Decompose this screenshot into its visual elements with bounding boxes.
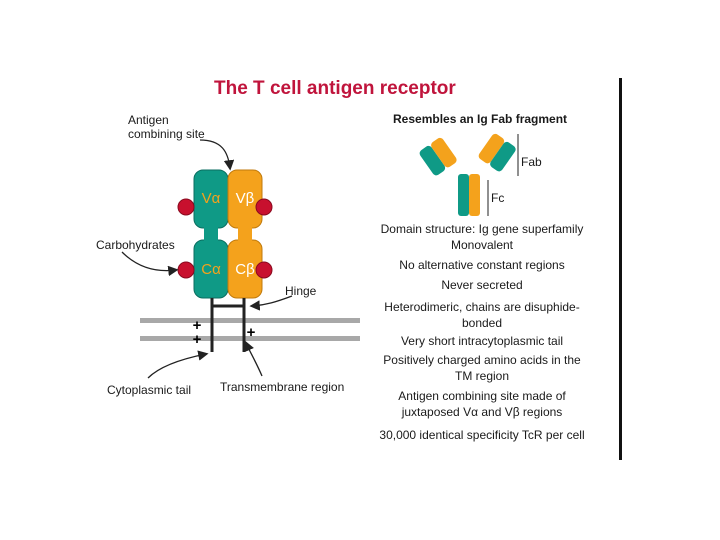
feature-item: No alternative constant regions	[399, 258, 565, 272]
feature-item: juxtaposed Vα and Vβ regions	[401, 405, 563, 419]
feature-item: Heterodimeric, chains are disuphide-	[384, 300, 580, 314]
positive-charge: +	[193, 317, 202, 334]
cytoplasmic-tail-label: Cytoplasmic tail	[107, 383, 192, 397]
transmembrane-region-label: Transmembrane region	[220, 380, 345, 394]
hinge-label: Hinge	[285, 284, 317, 298]
feature-item: 30,000 identical specificity TcR per cel…	[379, 428, 585, 442]
v-alpha-label: Vα	[202, 190, 221, 207]
c-alpha-label: Cα	[201, 261, 221, 278]
fc-stem-right	[469, 174, 480, 216]
feature-item: Monovalent	[450, 238, 514, 252]
fab-arm-light	[490, 141, 516, 172]
antigen-site-label: Antigen combining site	[128, 113, 205, 141]
fab-arm-heavy	[478, 133, 505, 164]
feature-item: Very short intracytoplasmic tail	[400, 334, 564, 348]
antigen-site-arrow	[199, 139, 235, 171]
fc-label: Fc	[491, 191, 505, 205]
tcr-diagram: Vα Vβ Cα Cβ + + +	[121, 139, 360, 379]
ig-fab-figure	[419, 133, 519, 216]
positive-charge: +	[193, 331, 202, 348]
c-beta-label: Cβ	[235, 261, 255, 278]
hinge-arrow	[249, 295, 293, 311]
fab-arm-light	[419, 145, 446, 176]
fab-label: Fab	[521, 155, 542, 169]
carbohydrate-dot	[177, 261, 195, 279]
feature-item: bonded	[461, 316, 503, 330]
cell-membrane-inner	[140, 336, 360, 341]
fc-stem-left	[458, 174, 469, 216]
feature-list: Domain structure: Ig gene superfamily Mo…	[362, 0, 602, 460]
carbohydrate-dot	[177, 198, 195, 216]
feature-item: TM region	[454, 369, 510, 383]
fab-heading: Resembles an Ig Fab fragment	[393, 112, 568, 126]
carbohydrates-label: Carbohydrates	[96, 238, 175, 252]
feature-item: Antigen combining site made of	[398, 389, 566, 403]
cytoplasmic-tail-arrow	[147, 350, 209, 379]
carbohydrate-dot	[255, 198, 273, 216]
feature-item: Domain structure: Ig gene superfamily	[380, 222, 584, 236]
transmembrane-arrow	[244, 340, 263, 377]
v-beta-label: Vβ	[236, 190, 255, 207]
positive-charge: +	[247, 324, 256, 341]
feature-item: Never secreted	[441, 278, 523, 292]
page-title: The T cell antigen receptor	[214, 78, 456, 99]
feature-item: Positively charged amino acids in the	[383, 353, 581, 367]
cell-membrane	[140, 318, 360, 323]
carbohydrate-dot	[255, 261, 273, 279]
carbohydrate-arrow	[121, 251, 179, 277]
divider-line	[619, 78, 622, 460]
fab-arm-heavy	[431, 137, 457, 168]
